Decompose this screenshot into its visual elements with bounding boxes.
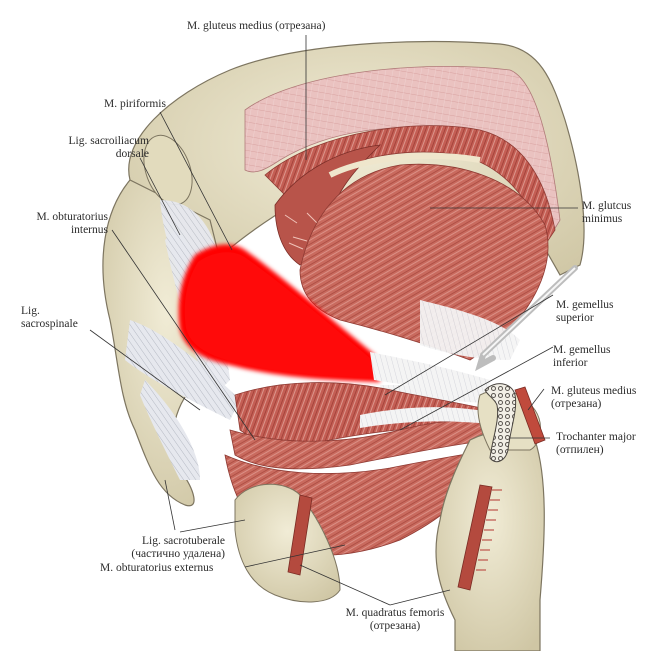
sacrotuberous-ligament [140, 380, 200, 480]
label-obturatorius-internus: M. obturatorius internus [10, 211, 108, 236]
label-text: M. obturatorius externus [100, 562, 214, 574]
label-text: M. gemellus [556, 299, 614, 311]
label-text: Lig. sacrotuberale [141, 535, 225, 547]
ischial-tuberosity [234, 483, 341, 603]
label-text: (отпилен) [556, 443, 604, 456]
trochanter-major-cut [484, 383, 517, 463]
label-lig-sacroiliacum-dorsale: Lig. sacroiliacum dorsale [40, 135, 149, 160]
label-text: dorsale [115, 147, 149, 160]
label-text: M. gluteus medius (отрезана) [187, 20, 326, 32]
quadratus-cut-ischium [287, 494, 313, 576]
label-text: M. obturatorius [36, 211, 108, 223]
label-gluteus-minimus: M. glutcus minimus [582, 200, 631, 225]
label-obturatorius-externus: M. obturatorius externus [100, 562, 213, 575]
gluteus-medius-insertion [514, 386, 546, 445]
label-lig-sacrotuberale: Lig. sacrotuberale (частично удалена) [60, 535, 225, 560]
label-text: M. piriformis [104, 98, 166, 110]
label-text: minimus [582, 212, 623, 225]
label-piriformis: M. piriformis [104, 98, 166, 111]
label-gluteus-medius-top: M. gluteus medius (отрезана) [187, 20, 326, 33]
label-text: M. gluteus medius [551, 385, 637, 397]
gluteus-medius-deep [264, 125, 556, 246]
label-text: Trochanter major [556, 431, 636, 443]
label-text: inferior [553, 356, 588, 369]
label-text: M. quadratus femoris [345, 607, 445, 619]
gluteus-minimus-muscle [299, 163, 549, 361]
label-lig-sacrospinale: Lig. sacrospinale [21, 305, 78, 330]
label-gemellus-inferior: M. gemellus inferior [553, 344, 611, 369]
label-text: M. gemellus [553, 344, 611, 356]
label-text: Lig. [21, 305, 40, 317]
label-text: (отрезана) [551, 397, 602, 410]
label-text: M. glutcus [582, 200, 632, 212]
label-gluteus-medius-cut: M. gluteus medius (отрезана) [551, 385, 636, 410]
label-quadratus-femoris: M. quadratus femoris (отрезана) [310, 607, 480, 632]
quadratus-insertion-femur [457, 484, 493, 591]
label-text: (частично удалена) [131, 547, 225, 560]
piriformis-tendon [370, 352, 490, 395]
label-trochanter-major: Trochanter major (отпилен) [556, 431, 636, 456]
label-text: (отрезана) [369, 619, 421, 632]
label-text: Lig. sacroiliacum [68, 135, 149, 147]
label-text: sacrospinale [21, 317, 78, 330]
label-text: internus [70, 223, 108, 236]
label-gemellus-superior: M. gemellus superior [556, 299, 614, 324]
leader-lines [89, 35, 578, 606]
label-text: superior [556, 311, 594, 324]
